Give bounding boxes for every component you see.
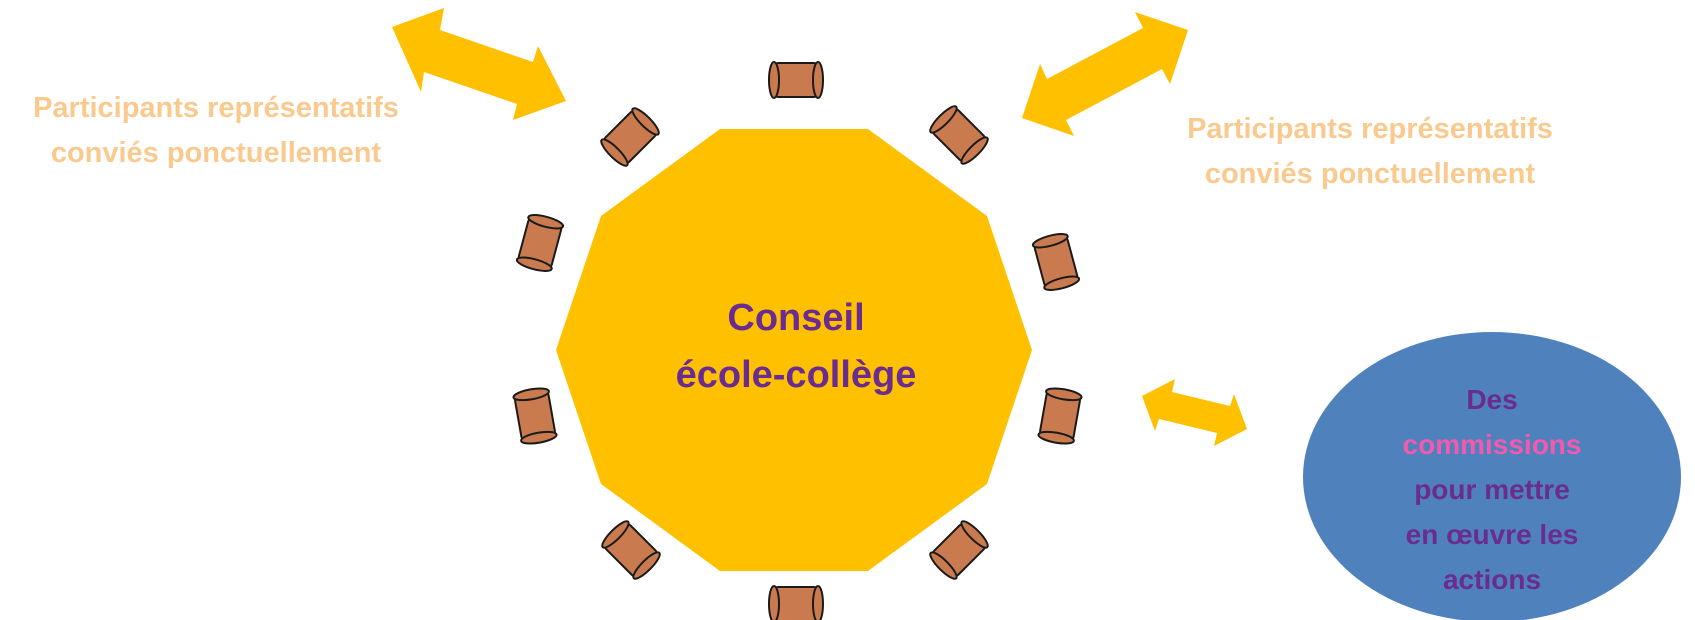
- commission-line5: actions: [1443, 564, 1541, 595]
- participants-left-line2: conviés ponctuellement: [51, 137, 382, 169]
- commission-line1: Des: [1466, 384, 1517, 415]
- participants-right-line2: conviés ponctuellement: [1205, 158, 1536, 190]
- double-arrow-icon: [1022, 12, 1188, 136]
- commission-line2: commissions: [1403, 429, 1582, 460]
- commission-line3: pour mettre: [1414, 474, 1570, 505]
- participants-left-line1: Participants représentatifs: [33, 92, 399, 124]
- participants-right-line1: Participants représentatifs: [1187, 113, 1553, 145]
- council-table: [556, 129, 1032, 571]
- chair-icon: [929, 520, 989, 580]
- chair-icon: [1037, 387, 1083, 445]
- commission-bubble: [1303, 332, 1681, 620]
- chair-icon: [515, 214, 565, 272]
- chair-icon: [768, 585, 824, 620]
- commission-line4: en œuvre les: [1406, 519, 1579, 550]
- double-arrow-icon: [1142, 379, 1247, 446]
- chair-icon: [601, 520, 661, 580]
- chair-icon: [600, 107, 660, 167]
- council-title-line2: école-collège: [676, 354, 917, 396]
- chair-icon: [1031, 233, 1081, 291]
- double-arrow-icon: [392, 8, 566, 120]
- chair-icon: [929, 105, 989, 165]
- chairs-group: [512, 61, 1083, 620]
- chair-icon: [768, 61, 824, 99]
- council-title-line1: Conseil: [727, 297, 864, 339]
- chair-icon: [512, 387, 558, 445]
